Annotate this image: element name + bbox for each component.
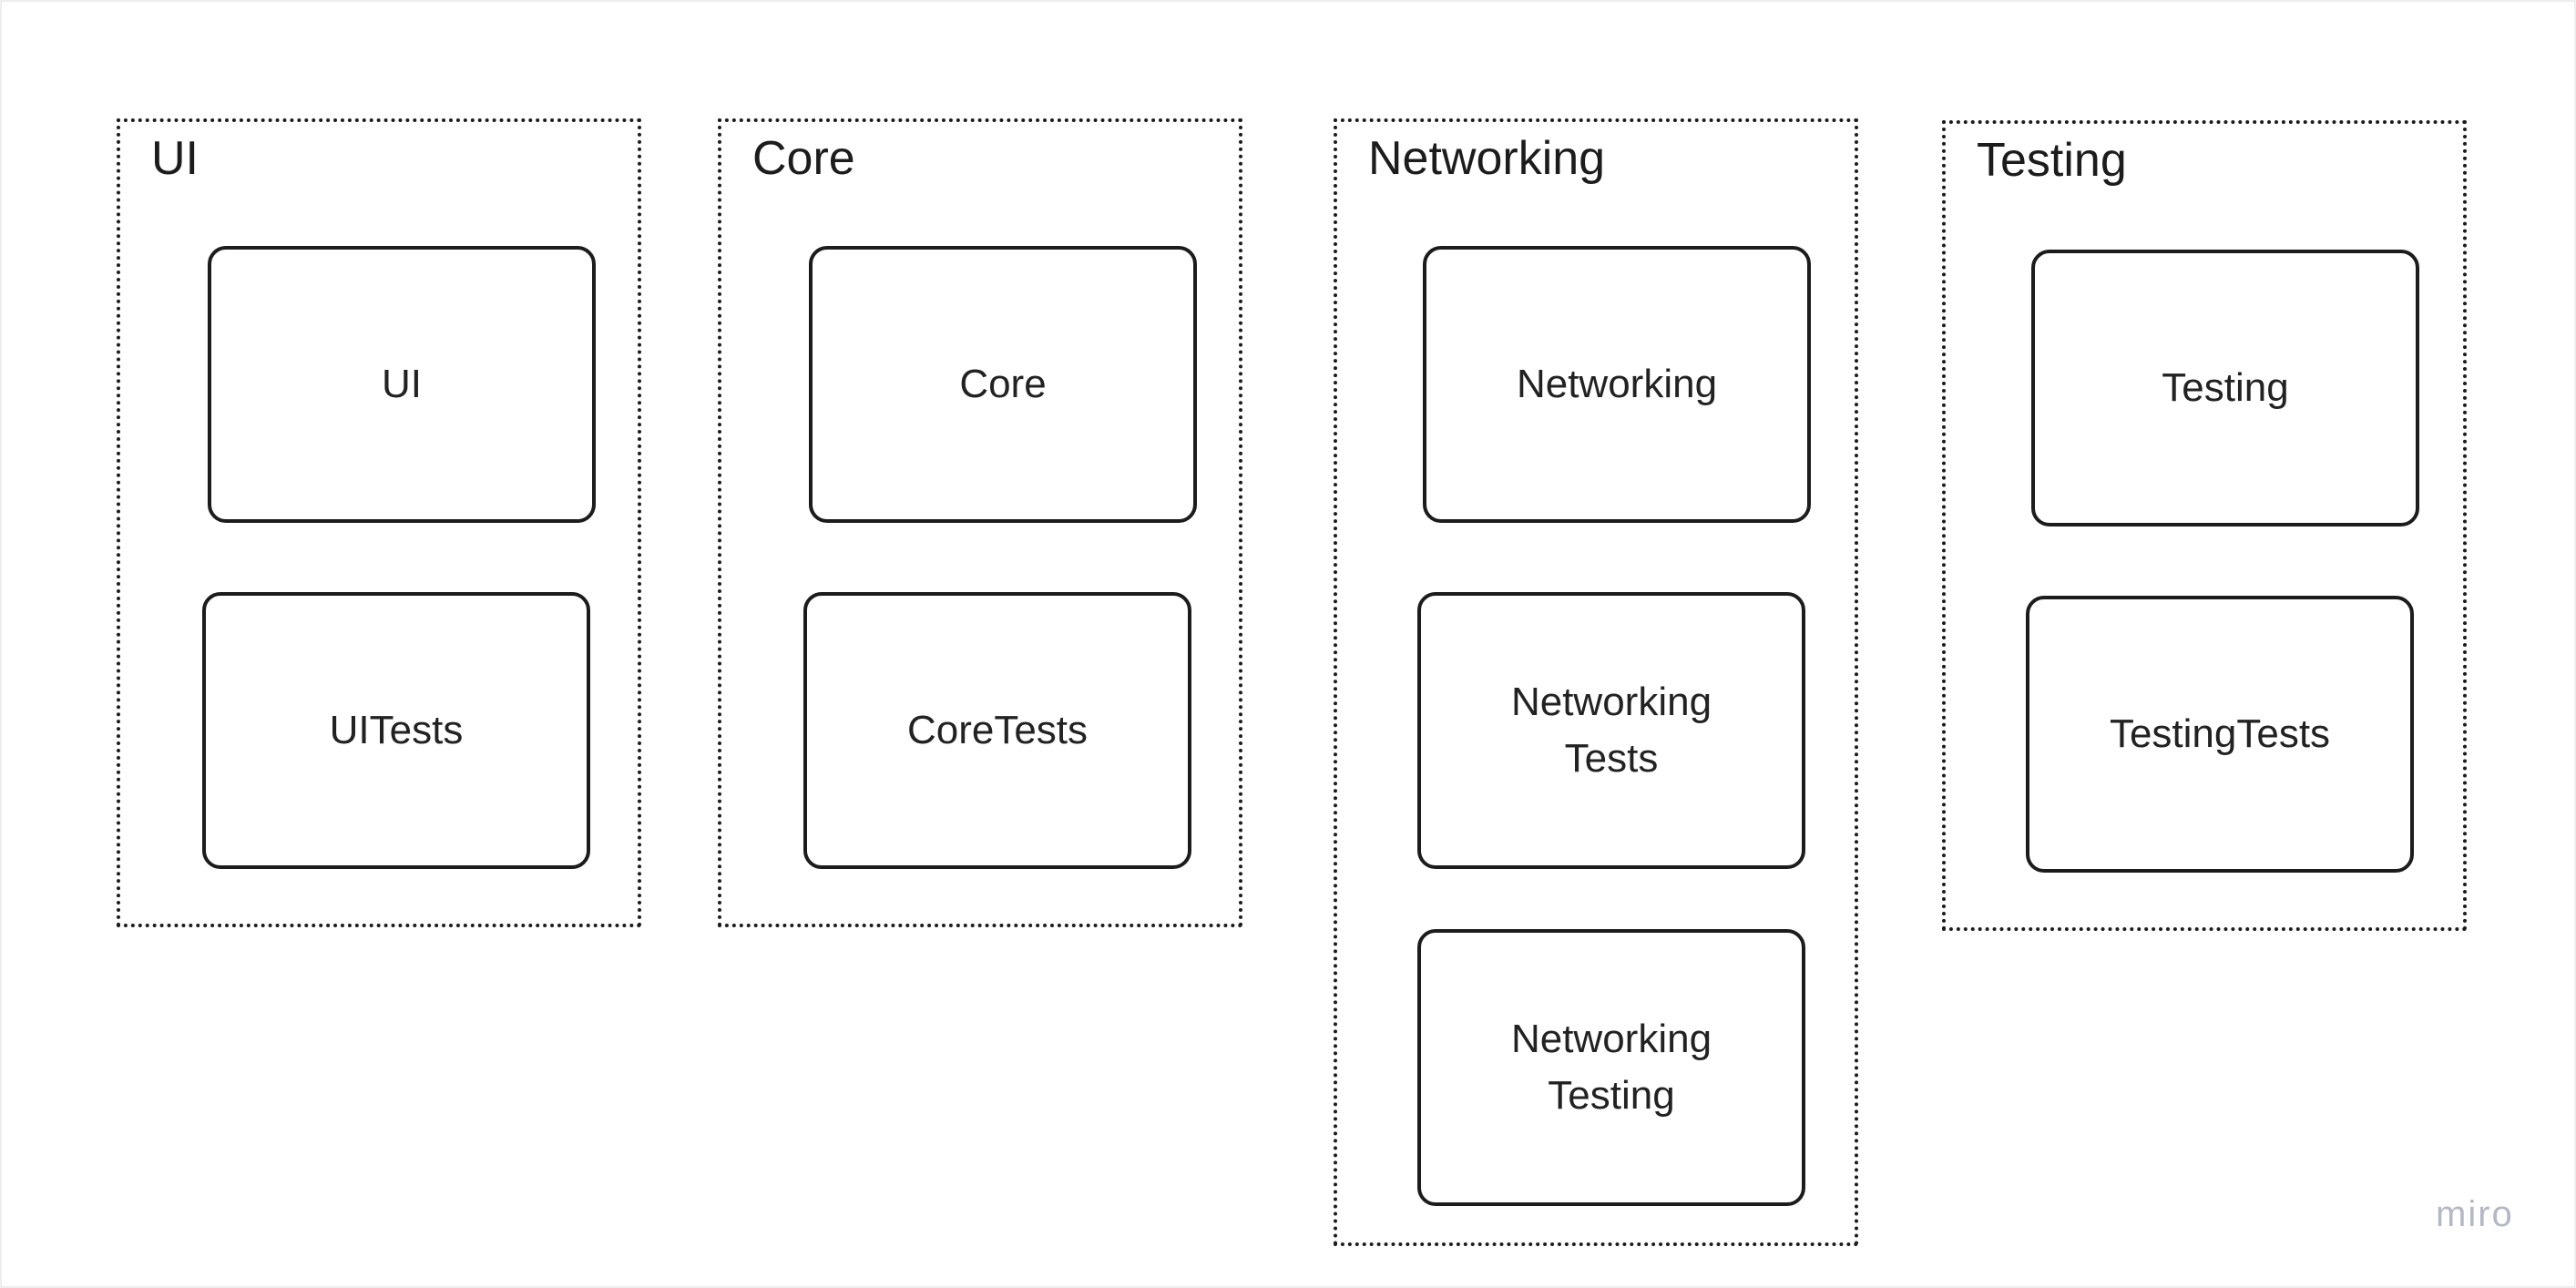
node-label: Testing: [2162, 365, 2289, 410]
group-networking[interactable]: Networking Networking Networking Tests N…: [1334, 118, 1858, 1246]
node-networking-tests[interactable]: Networking Tests: [1417, 592, 1805, 869]
group-title: Testing: [1977, 134, 2127, 187]
node-uitests[interactable]: UITests: [202, 592, 590, 869]
node-label: UI: [382, 362, 422, 406]
node-testing[interactable]: Testing: [2031, 250, 2419, 526]
node-label: Networking Testing: [1510, 1017, 1712, 1118]
group-title: Core: [752, 132, 855, 185]
node-core[interactable]: Core: [809, 246, 1197, 523]
node-coretests[interactable]: CoreTests: [803, 592, 1191, 869]
node-networking[interactable]: Networking: [1423, 246, 1811, 523]
miro-watermark: miro: [2436, 1194, 2514, 1234]
node-label: UITests: [329, 708, 464, 752]
node-label: CoreTests: [906, 708, 1089, 752]
node-networking-testing[interactable]: Networking Testing: [1417, 929, 1805, 1206]
group-testing[interactable]: Testing Testing TestingTests: [1942, 120, 2467, 931]
node-testingtests[interactable]: TestingTests: [2026, 596, 2414, 873]
node-label: Core: [959, 362, 1047, 406]
group-title: UI: [151, 132, 199, 185]
node-label: Networking Tests: [1510, 680, 1712, 781]
group-title: Networking: [1368, 132, 1606, 185]
node-label: Networking: [1516, 362, 1718, 406]
group-ui[interactable]: UI UI UITests: [117, 118, 641, 927]
node-ui[interactable]: UI: [208, 246, 596, 523]
node-label: TestingTests: [2109, 711, 2331, 756]
group-core[interactable]: Core Core CoreTests: [718, 118, 1242, 927]
